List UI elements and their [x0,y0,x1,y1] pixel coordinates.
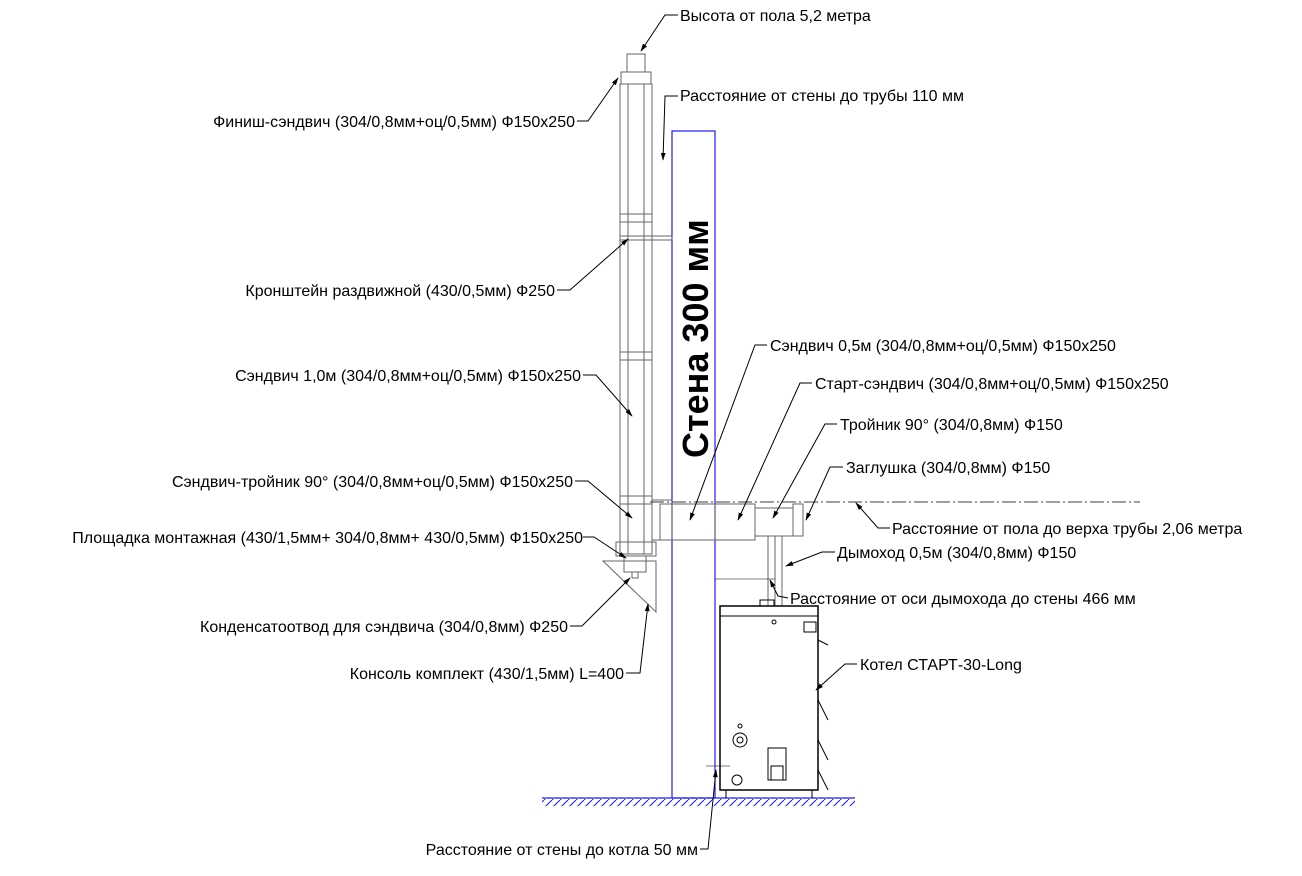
horizontal-flue [650,501,1140,607]
label-height-floor: Высота от пола 5,2 метра [680,8,871,25]
floor [542,797,855,806]
label-wall-to-pipe: Расстояние от стены до трубы 110 мм [680,88,964,105]
label-flue-05: Дымоход 0,5м (304/0,8мм) Ф150 [837,545,1076,562]
label-mount-platform: Площадка монтажная (430/1,5мм+ 304/0,8мм… [72,530,583,547]
label-finish-sandwich: Финиш-сэндвич (304/0,8мм+оц/0,5мм) Ф150х… [213,114,575,131]
label-sandwich-05: Сэндвич 0,5м (304/0,8мм+оц/0,5мм) Ф150х2… [770,338,1116,355]
label-tee-90: Тройник 90° (304/0,8мм) Ф150 [840,417,1063,434]
label-floor-to-pipe-top: Расстояние от пола до верха трубы 2,06 м… [892,521,1242,538]
label-sandwich-1m: Сэндвич 1,0м (304/0,8мм+оц/0,5мм) Ф150х2… [235,368,581,385]
label-boiler: Котел СТАРТ-30-Long [860,657,1022,674]
label-wall-to-boiler: Расстояние от стены до котла 50 мм [426,842,698,859]
label-condensate: Конденсатоотвод для сэндвича (304/0,8мм)… [200,619,568,636]
label-plug: Заглушка (304/0,8мм) Ф150 [846,460,1050,477]
boiler [706,599,829,798]
label-axis-to-wall: Расстояние от оси дымохода до стены 466 … [790,591,1136,608]
wall-label: Стена 300 мм [675,219,716,458]
label-sandwich-tee: Сэндвич-тройник 90° (304/0,8мм+оц/0,5мм)… [172,474,573,491]
label-console: Консоль комплект (430/1,5мм) L=400 [350,666,624,683]
vertical-chimney [601,53,673,614]
label-start-sandwich: Старт-сэндвич (304/0,8мм+оц/0,5мм) Ф150х… [815,376,1169,393]
leader-lines [557,14,890,850]
label-bracket: Кронштейн раздвижной (430/0,5мм) Ф250 [245,283,555,300]
